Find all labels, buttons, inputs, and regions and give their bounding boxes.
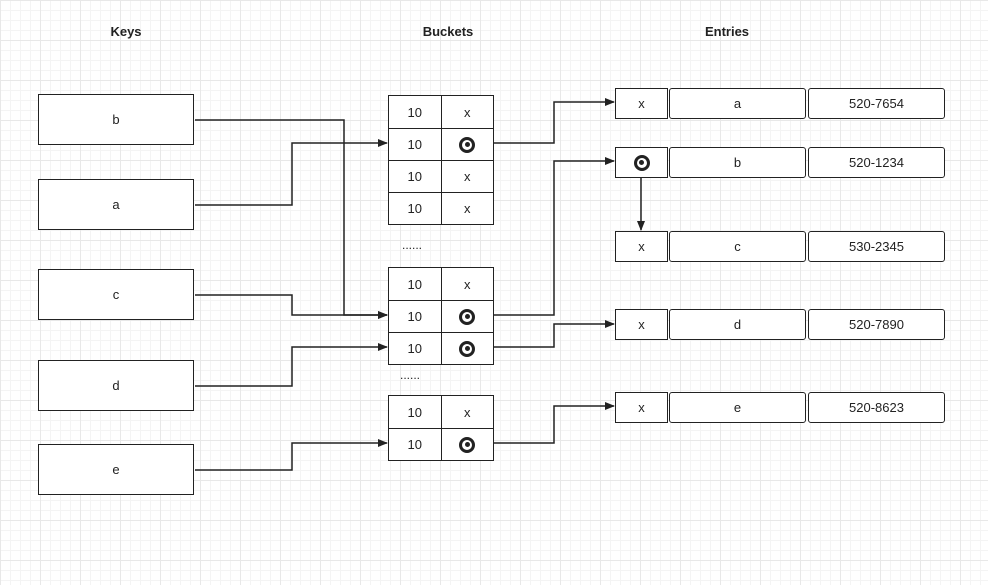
- entry-value: 520-8623: [808, 392, 945, 423]
- bucket-count: 10: [407, 404, 422, 420]
- ellipsis-1: ......: [402, 238, 423, 252]
- entry-value: 520-7890: [808, 309, 945, 340]
- entry-key: e: [669, 392, 806, 423]
- target-icon: [459, 340, 476, 357]
- entry-key: d: [669, 309, 806, 340]
- target-icon: [459, 136, 476, 153]
- key-box-c[interactable]: c: [38, 269, 194, 320]
- key-label: b: [112, 112, 120, 127]
- bucket-group-1: 10 x 10 10 x 10 x: [388, 95, 494, 225]
- bucket-row[interactable]: 10 x: [389, 396, 493, 428]
- entry-next-null: x: [615, 88, 668, 119]
- bucket-pointer-null: x: [440, 96, 494, 128]
- entry-next-null: x: [615, 392, 668, 423]
- bucket-count: 10: [407, 104, 422, 120]
- bucket-pointer: [440, 129, 494, 160]
- entry-row-d[interactable]: x d 520-7890: [615, 309, 945, 340]
- key-box-a[interactable]: a: [38, 179, 194, 230]
- arrow-key-e: [195, 439, 388, 471]
- key-label: c: [112, 287, 120, 302]
- bucket-count: 10: [407, 201, 422, 216]
- arrow-key-d: [195, 343, 388, 387]
- bucket-pointer-null: x: [440, 268, 494, 300]
- buckets-header: Buckets: [422, 24, 474, 39]
- entry-key: c: [669, 231, 806, 262]
- entry-next-null: x: [615, 309, 668, 340]
- bucket-row[interactable]: 10 x: [389, 268, 493, 300]
- bucket-pointer-null: x: [440, 193, 494, 224]
- entry-key: b: [669, 147, 806, 178]
- bucket-count: 10: [407, 437, 422, 452]
- target-icon: [459, 436, 476, 453]
- bucket-row[interactable]: 10: [389, 300, 493, 332]
- entry-row-a[interactable]: x a 520-7654: [615, 88, 945, 119]
- bucket-row[interactable]: 10: [389, 332, 493, 364]
- entry-row-e[interactable]: x e 520-8623: [615, 392, 945, 423]
- arrow-bucket-to-a: [494, 98, 615, 144]
- target-icon: [633, 154, 650, 171]
- bucket-count: 10: [407, 169, 422, 184]
- bucket-group-2: 10 x 10 10: [388, 267, 494, 365]
- bucket-row[interactable]: 10 x: [389, 192, 493, 224]
- bucket-count: 10: [407, 137, 422, 152]
- key-box-e[interactable]: e: [38, 444, 194, 495]
- bucket-pointer-null: x: [440, 161, 494, 192]
- key-label: d: [112, 378, 120, 393]
- bucket-row[interactable]: 10: [389, 428, 493, 460]
- key-label: e: [112, 462, 120, 477]
- arrow-key-c: [195, 294, 388, 319]
- bucket-count: 10: [407, 341, 422, 356]
- entry-next-null: x: [615, 231, 668, 262]
- bucket-row[interactable]: 10 x: [389, 96, 493, 128]
- entry-value: 520-7654: [808, 88, 945, 119]
- bucket-count: 10: [407, 309, 422, 324]
- entry-key: a: [669, 88, 806, 119]
- ellipsis-2: ......: [400, 368, 421, 382]
- bucket-row[interactable]: 10: [389, 128, 493, 160]
- bucket-pointer: [440, 301, 494, 332]
- key-box-b[interactable]: b: [38, 94, 194, 145]
- bucket-count: 10: [407, 276, 422, 292]
- bucket-pointer-null: x: [440, 396, 494, 428]
- key-box-d[interactable]: d: [38, 360, 194, 411]
- target-icon: [459, 308, 476, 325]
- entry-value: 530-2345: [808, 231, 945, 262]
- key-label: a: [112, 197, 120, 212]
- arrow-key-a: [195, 139, 388, 206]
- bucket-group-3: 10 x 10: [388, 395, 494, 461]
- arrow-bucket-to-b: [494, 157, 615, 316]
- entries-header: Entries: [704, 24, 750, 39]
- bucket-pointer: [440, 429, 494, 460]
- bucket-pointer: [440, 333, 494, 364]
- bucket-row[interactable]: 10 x: [389, 160, 493, 192]
- arrow-key-b: [195, 119, 388, 319]
- arrow-bucket-to-d: [494, 320, 615, 348]
- entry-row-c[interactable]: x c 530-2345: [615, 231, 945, 262]
- entry-value: 520-1234: [808, 147, 945, 178]
- entry-row-b[interactable]: b 520-1234: [615, 147, 945, 178]
- arrow-bucket-to-e: [494, 402, 615, 444]
- keys-header: Keys: [110, 24, 142, 39]
